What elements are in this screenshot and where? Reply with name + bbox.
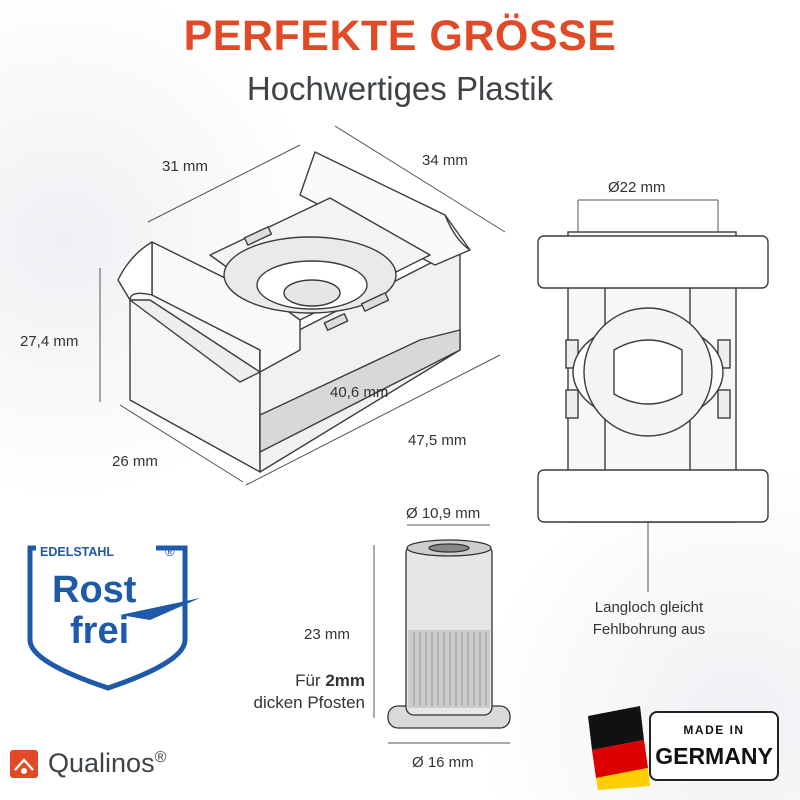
dim-label-rivet-flange: Ø 16 mm: [412, 754, 474, 771]
brand-name: Qualinos®: [48, 748, 166, 779]
qualinos-logo-icon: [10, 750, 38, 778]
german-flag-icon: [588, 706, 650, 790]
dim-label-hole-diameter: Ø22 mm: [608, 179, 666, 196]
rostfrei-badge: EDELSTAHL ® Rost frei: [27, 544, 200, 691]
nut-housing-top-view: [537, 231, 769, 523]
rivet-nut-drawing: [387, 539, 511, 729]
badge-registered: ®: [165, 544, 175, 559]
germany-label: GERMANY: [655, 743, 773, 769]
dim-label-height: 27,4 mm: [20, 333, 79, 350]
dim-label-width-top: 31 mm: [162, 158, 208, 175]
badge-word-frei: frei: [70, 610, 129, 652]
page-subtitle: Hochwertiges Plastik: [246, 70, 554, 107]
badge-word-rost: Rost: [52, 569, 137, 611]
dim-label-rivet-height: 23 mm: [304, 626, 350, 643]
wall-prefix: Für: [295, 671, 326, 690]
wall-thickness-value: 2mm: [325, 671, 365, 690]
dim-label-base-width: 26 mm: [112, 453, 158, 470]
dim-line-base-width: [119, 404, 244, 483]
dim-line-width-top: [147, 144, 301, 223]
brand-name-text: Qualinos: [48, 748, 155, 778]
slot-note-line1: Langloch gleicht: [594, 599, 704, 616]
dim-line-length-top: [334, 125, 506, 233]
dim-line-base-length: [245, 354, 501, 486]
dim-label-inner-length: 40,6 mm: [330, 384, 389, 401]
dim-label-rivet-top: Ø 10,9 mm: [406, 505, 481, 522]
brand-registered: ®: [154, 749, 167, 766]
slot-note-line2: Fehlbohrung aus: [592, 621, 706, 638]
made-in-germany-badge: MADE IN GERMANY: [588, 706, 779, 790]
badge-top-text: EDELSTAHL: [40, 545, 114, 559]
nut-housing-iso-drawing: [117, 151, 471, 473]
swoosh-icon: [120, 598, 200, 620]
slot-note: Langloch gleicht Fehlbohrung aus: [556, 597, 742, 641]
wall-thickness-note: Für 2mm dicken Pfosten: [200, 670, 365, 714]
dim-label-base-length: 47,5 mm: [408, 432, 467, 449]
wall-suffix: dicken Pfosten: [253, 693, 365, 712]
page-title: PERFEKTE GRÖSSE: [183, 12, 617, 60]
made-in-label: MADE IN: [683, 723, 744, 737]
dim-label-length-top: 34 mm: [422, 152, 468, 169]
